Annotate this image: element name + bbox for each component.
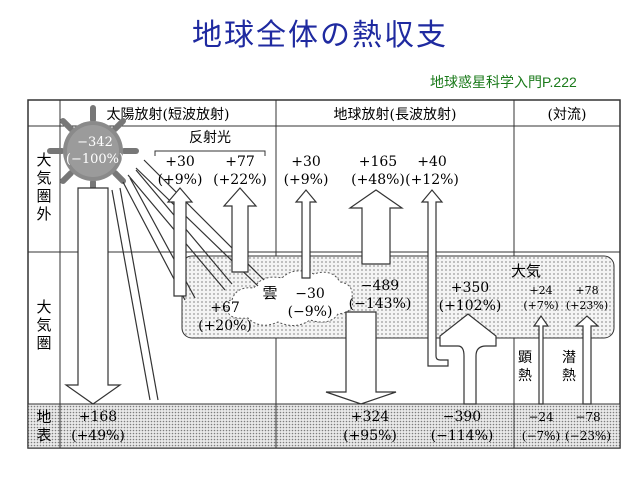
atmosphere-label: 大気 <box>511 262 541 280</box>
sun-icon <box>47 105 139 197</box>
atm-sensible-up-value: +24 <box>529 284 552 297</box>
atm-latent-up-percent: (+23%) <box>566 299 608 312</box>
cloud-shape <box>223 270 354 326</box>
reflected-up-arrow-2 <box>222 187 258 273</box>
sensible-heat-arrow <box>532 314 550 405</box>
atm-cloud-value: −30 <box>295 286 325 302</box>
sensible-heat-label-1: 顕 <box>518 350 532 366</box>
surface-emitted-value: −390 <box>443 409 481 425</box>
olr-up-arrow-1 <box>294 189 318 279</box>
sun-percent: (−100%) <box>66 152 124 167</box>
olr-2-percent: (+48%) <box>351 172 405 188</box>
reflected-1-percent: (+9%) <box>158 172 203 188</box>
page-title: 地球全体の熱収支 <box>192 18 448 53</box>
row-outer-2: 気 <box>36 169 51 187</box>
atm-back-value: +350 <box>451 280 489 296</box>
reflected-up-arrow-1 <box>166 187 194 297</box>
sun-value: −342 <box>77 135 113 150</box>
header-earth: 地球放射(長波放射) <box>334 107 457 123</box>
surface-back-value: +324 <box>351 409 390 425</box>
surface-row <box>27 403 621 449</box>
surface-absorbed-value: +168 <box>79 409 117 425</box>
sensible-heat-label-2: 熱 <box>518 368 532 384</box>
reference-note: 地球惑星科学入門P.222 <box>430 74 577 90</box>
header-convection: (対流) <box>548 107 587 123</box>
atm-latent-up-value: +78 <box>575 284 598 297</box>
reflected-1-value: +30 <box>165 154 195 170</box>
olr-3-value: +40 <box>417 154 447 170</box>
atm-sensible-up-percent: (+7%) <box>523 299 558 312</box>
latent-heat-label-2: 熱 <box>562 368 576 384</box>
surface-emission-arrow <box>439 313 497 405</box>
atm-back-percent: (+102%) <box>439 298 502 314</box>
row-atm-2: 気 <box>36 316 51 334</box>
olr-1-percent: (+9%) <box>284 172 329 188</box>
olr-up-arrow-2 <box>348 189 404 265</box>
row-atm-3: 圏 <box>36 334 51 352</box>
row-atm-1: 大 <box>36 298 51 316</box>
atm-net-value: −489 <box>361 278 399 294</box>
surface-latent-value: −78 <box>575 410 600 424</box>
row-surface-2: 表 <box>36 426 51 444</box>
olr-1-value: +30 <box>291 154 321 170</box>
surface-sensible-percent: (−7%) <box>522 429 560 443</box>
surface-latent-percent: (−23%) <box>565 429 611 443</box>
surface-emitted-percent: (−114%) <box>431 428 494 444</box>
reflected-label: 反射光 <box>189 130 231 146</box>
back-radiation-arrow <box>325 311 397 405</box>
row-outer-4: 外 <box>36 205 51 223</box>
row-surface-1: 地 <box>36 408 51 426</box>
reflected-2-value: +77 <box>225 154 255 170</box>
atm-absorbed-percent: (+20%) <box>198 318 252 334</box>
reflected-bracket <box>154 150 266 156</box>
latent-heat-label-1: 潜 <box>562 350 576 366</box>
row-outer-3: 圏 <box>36 187 51 205</box>
header-solar: 太陽放射(短波放射) <box>107 107 230 123</box>
olr-up-arrow-3 <box>420 189 449 367</box>
row-outer-1: 大 <box>36 151 51 169</box>
olr-2-value: +165 <box>359 154 397 170</box>
surface-sensible-value: −24 <box>528 410 554 424</box>
surface-absorbed-percent: (+49%) <box>71 428 125 444</box>
atm-net-percent: (−143%) <box>349 296 412 312</box>
latent-heat-arrow <box>574 315 600 405</box>
surface-back-percent: (+95%) <box>343 428 397 444</box>
olr-3-percent: (+12%) <box>405 172 459 188</box>
reflected-2-percent: (+22%) <box>213 172 267 188</box>
atm-cloud-percent: (−9%) <box>288 304 333 320</box>
cloud-label: 雲 <box>262 284 277 302</box>
solar-to-surface-arrow <box>64 187 122 405</box>
atm-absorbed-value: +67 <box>210 300 240 316</box>
